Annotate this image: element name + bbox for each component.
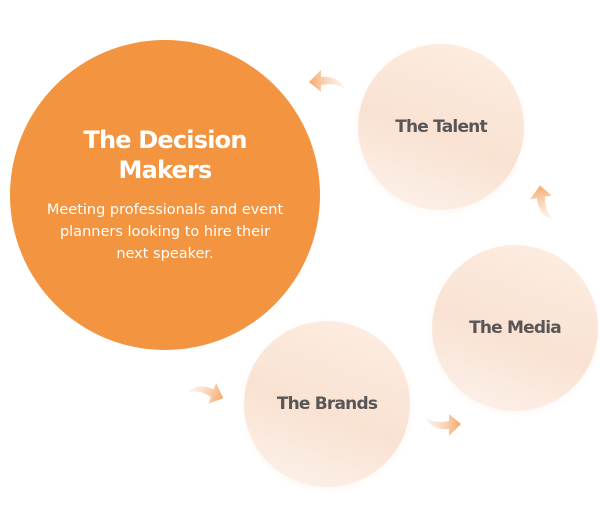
decision-makers-title: The Decision Makers	[83, 126, 247, 184]
brands-label: The Brands	[276, 394, 378, 414]
media-label: The Media	[469, 318, 562, 338]
arrow-decision-makers-to-brands-icon	[182, 372, 230, 414]
arrow-media-to-talent-icon	[526, 181, 562, 226]
brands-circle: The Brands	[244, 321, 410, 487]
talent-label: The Talent	[395, 117, 487, 137]
arrow-brands-to-media-icon	[423, 408, 463, 438]
decision-makers-description: Meeting professionals and event planners…	[46, 202, 284, 262]
decision-makers-circle: The Decision Makers Meeting professional…	[10, 40, 320, 350]
talent-circle: The Talent	[358, 44, 524, 210]
media-circle: The Media	[432, 245, 598, 411]
arrow-talent-to-decision-makers-icon	[307, 68, 347, 98]
